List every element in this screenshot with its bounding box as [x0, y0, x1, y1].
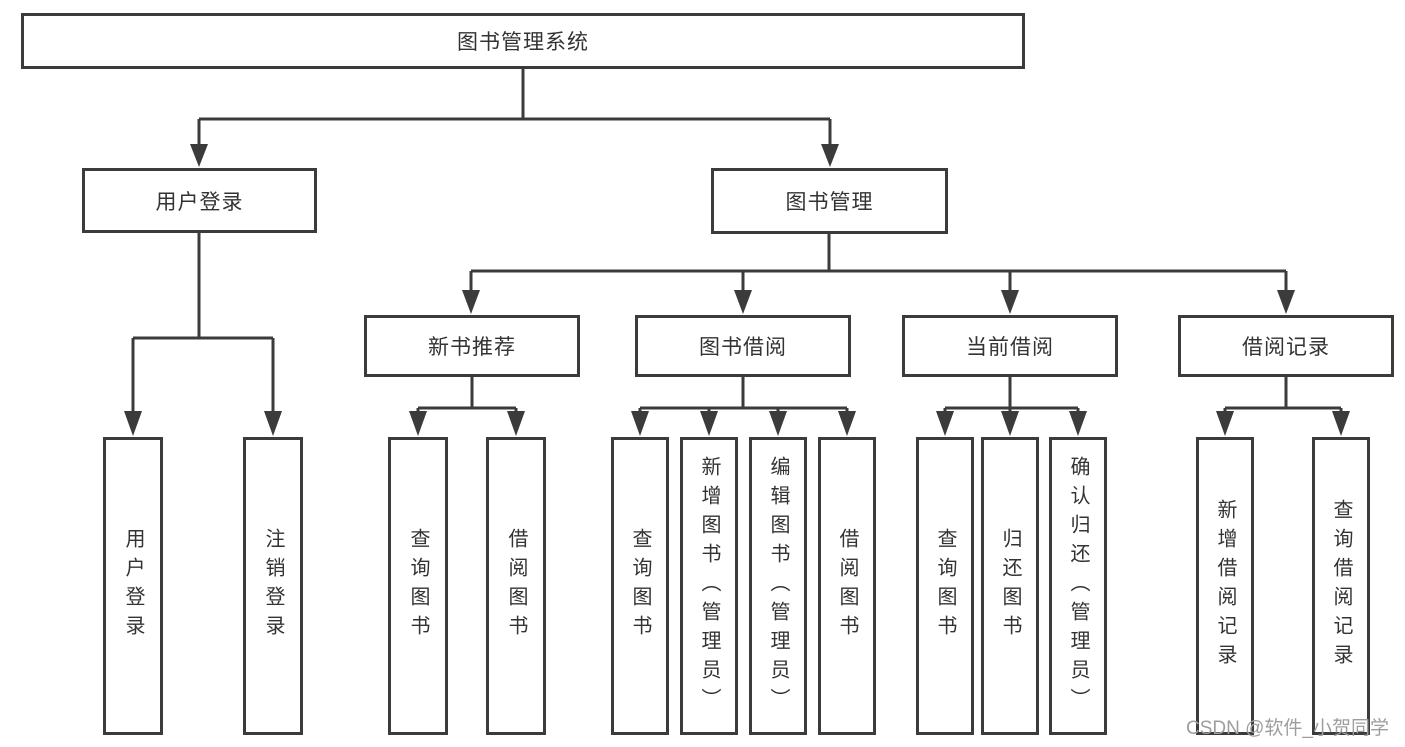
node-label: 查询借阅记录 — [1330, 499, 1352, 673]
node-label: 当前借阅 — [966, 336, 1054, 359]
node-label: 新增借阅记录 — [1214, 499, 1236, 673]
diagram-node-book-borrow: 图书借阅 — [635, 315, 851, 377]
node-label: 查询图书 — [629, 528, 651, 644]
node-label: 借阅图书 — [836, 528, 858, 644]
node-label: 查询图书 — [407, 528, 429, 644]
diagram-node-leaf-edit-book-admin: 编辑图书（管理员） — [749, 437, 807, 735]
node-label: 图书管理系统 — [457, 31, 589, 54]
node-label: 注销登录 — [262, 528, 284, 644]
diagram-node-leaf-add-borrow-record: 新增借阅记录 — [1196, 437, 1254, 735]
node-label: 用户登录 — [122, 528, 144, 644]
diagram-node-borrow-records: 借阅记录 — [1178, 315, 1394, 377]
diagram-node-leaf-query-books-borrow: 查询图书 — [611, 437, 669, 735]
node-label: 确认归还（管理员） — [1067, 455, 1089, 717]
node-label: 借阅记录 — [1242, 336, 1330, 359]
diagram-node-leaf-borrow-books-recommend: 借阅图书 — [486, 437, 546, 735]
node-label: 归还图书 — [999, 528, 1021, 644]
diagram-node-book-management: 图书管理 — [711, 168, 948, 234]
diagram-node-new-book-recommend: 新书推荐 — [364, 315, 580, 377]
diagram-node-leaf-borrow-books: 借阅图书 — [818, 437, 876, 735]
node-label: 图书管理 — [785, 191, 874, 214]
node-label: 用户登录 — [155, 190, 244, 214]
diagram-node-leaf-return-book: 归还图书 — [981, 437, 1039, 735]
node-label: 借阅图书 — [505, 528, 527, 644]
diagram-node-root: 图书管理系统 — [21, 13, 1025, 69]
diagram-node-leaf-query-borrow-record: 查询借阅记录 — [1312, 437, 1370, 735]
node-label: 新书推荐 — [428, 336, 516, 359]
node-label: 编辑图书（管理员） — [767, 455, 789, 717]
node-label: 图书借阅 — [699, 336, 787, 359]
diagram-node-leaf-confirm-return-admin: 确认归还（管理员） — [1049, 437, 1107, 735]
node-label: 查询图书 — [934, 528, 956, 644]
diagram-node-leaf-query-books-current: 查询图书 — [916, 437, 974, 735]
diagram-node-current-borrow: 当前借阅 — [902, 315, 1118, 377]
diagram-node-leaf-query-books-recommend: 查询图书 — [388, 437, 448, 735]
diagram-node-leaf-add-book-admin: 新增图书（管理员） — [680, 437, 738, 735]
node-label: 新增图书（管理员） — [698, 455, 720, 717]
diagram-node-leaf-logout: 注销登录 — [243, 437, 303, 735]
watermark-text: CSDN @软件_小贺同学 — [1186, 718, 1389, 739]
diagram-node-user-login: 用户登录 — [82, 168, 317, 233]
diagram-node-leaf-user-login: 用户登录 — [103, 437, 163, 735]
